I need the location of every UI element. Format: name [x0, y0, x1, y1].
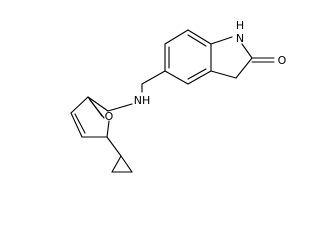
bond	[106, 136, 122, 157]
carbonyl-oxygen-label: O	[278, 54, 287, 67]
lactam-ring	[210, 36, 275, 79]
bond	[111, 155, 122, 173]
bond	[141, 70, 166, 85]
bond	[164, 70, 189, 85]
cyclopropyl-group	[106, 136, 133, 173]
bond	[70, 112, 83, 138]
benzene-ring	[164, 29, 212, 85]
bond	[87, 96, 109, 112]
bond	[106, 120, 110, 138]
bond	[120, 155, 133, 173]
ring-nh-hydrogen-label: H	[236, 19, 244, 32]
double-bond-inner	[187, 34, 207, 47]
structure-canvas: H N O NH O	[70, 19, 287, 173]
ring-nitrogen-label: N	[236, 32, 244, 45]
double-bond-inner	[89, 99, 105, 119]
bond	[164, 29, 189, 45]
furan-ring	[70, 96, 110, 138]
bond	[70, 96, 89, 114]
bond	[235, 57, 253, 79]
bond	[107, 103, 133, 112]
amine-nitrogen-label: NH	[134, 94, 151, 107]
double-bond-inner	[187, 68, 207, 80]
bond	[210, 70, 237, 79]
bond	[187, 29, 212, 45]
bond	[187, 70, 212, 85]
molecule-diagram: H N O NH O	[70, 19, 287, 173]
methylene-linker	[87, 70, 166, 112]
furan-oxygen-label: O	[105, 110, 114, 123]
bond	[210, 36, 233, 45]
bond	[241, 43, 253, 59]
double-bond-inner	[74, 113, 86, 134]
